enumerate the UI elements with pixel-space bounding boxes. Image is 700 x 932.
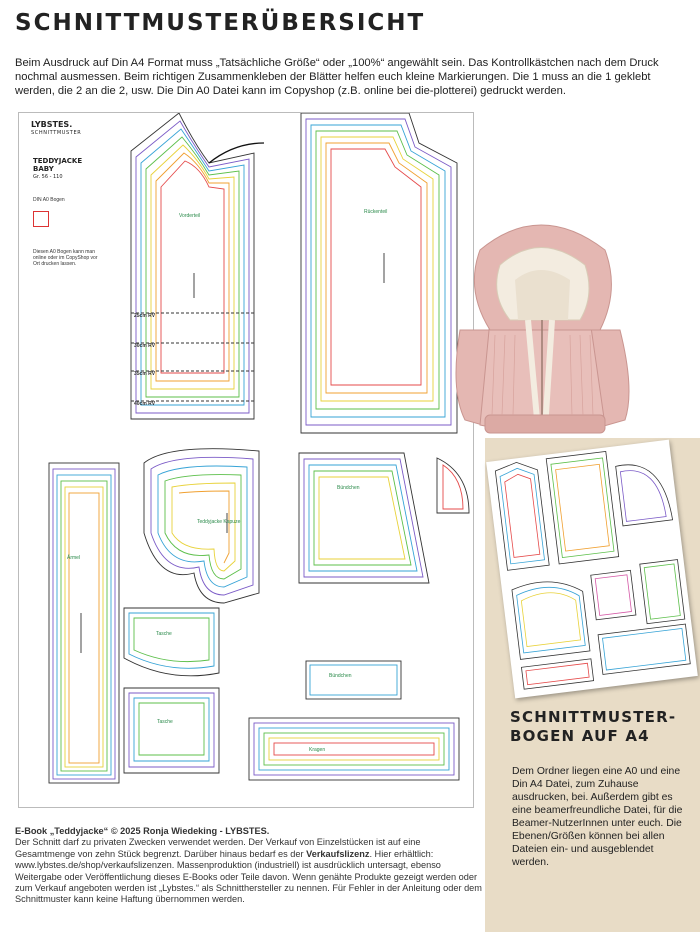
collar-label: Kragen: [309, 747, 326, 753]
zip-length-35: 35cm RV: [134, 371, 156, 377]
back-label: Rückenteil: [364, 209, 388, 215]
a4-description: Dem Ordner liegen eine A0 und eine Din A…: [512, 766, 683, 868]
sheet-title-line1: TEDDYJACKE: [33, 157, 83, 165]
footer-title: E-Book „Teddyjacke“ © 2025 Ronja Wiedeki…: [15, 826, 270, 836]
sheet-title: TEDDYJACKE BABY Gr. 56 - 110: [33, 157, 82, 181]
back-piece: [300, 113, 458, 434]
hood-piece: [143, 448, 260, 604]
control-square: [33, 211, 49, 227]
sleeve-piece: [48, 462, 120, 784]
front-piece: [130, 113, 265, 420]
front-label: Vorderteil: [179, 213, 201, 219]
a4-section-title: SCHNITTMUSTER- BOGEN AUF A4: [510, 708, 676, 746]
sleeve-label: Ärmel: [67, 555, 81, 561]
band-label: Bündchen: [329, 673, 352, 679]
format-label: DIN A0 Bogen: [33, 197, 65, 203]
pattern-pieces-drawing: [48, 113, 470, 784]
a0-pattern-sheet: LYBSTES. SCHNITTMUSTER TEDDYJACKE BABY G…: [18, 112, 474, 808]
a4-preview-card: [486, 439, 698, 699]
zip-length-30: 30cm RV: [134, 343, 156, 349]
copyshop-note: Diesen A0 Bogen kann man online oder im …: [33, 249, 98, 267]
intro-text: Beim Ausdruck auf Din A4 Format muss „Ta…: [15, 57, 659, 97]
brand-sub: SCHNITTMUSTER: [31, 130, 82, 136]
teddy-jacket-photo: [455, 224, 630, 434]
a4-title-line1: SCHNITTMUSTER-: [510, 708, 677, 726]
footer-text: Der Schnitt darf zu privaten Zwecken ver…: [15, 837, 421, 859]
size-range: Gr. 56 - 110: [33, 174, 63, 180]
cuff-label: Bündchen: [337, 485, 360, 491]
band-pieces: [248, 452, 470, 781]
hood-label: Teddyjacke Kapuze: [197, 519, 241, 525]
copyright-footer: E-Book „Teddyjacke“ © 2025 Ronja Wiedeki…: [15, 826, 483, 906]
a4-title-line2: BOGEN AUF A4: [510, 727, 650, 745]
a4-preview-drawing: [494, 450, 691, 690]
license-link: Verkaufslizenz: [306, 848, 370, 859]
pocket-pieces: [123, 607, 220, 774]
brand-name: LYBSTES.: [31, 120, 73, 129]
footer-text-2: . Hier erhältlich: www.lybstes.de/shop/v…: [15, 848, 482, 905]
brand-logo: LYBSTES. SCHNITTMUSTER: [31, 121, 81, 137]
pocket-label: Tasche: [156, 631, 172, 637]
zip-length-25: 25cm RV: [134, 313, 156, 319]
zip-length-40: 40cm RV: [134, 401, 156, 407]
pocket2-label: Tasche: [157, 719, 173, 725]
page-title: SCHNITTMUSTERÜBERSICHT: [15, 10, 426, 36]
sheet-title-line2: BABY: [33, 165, 54, 173]
